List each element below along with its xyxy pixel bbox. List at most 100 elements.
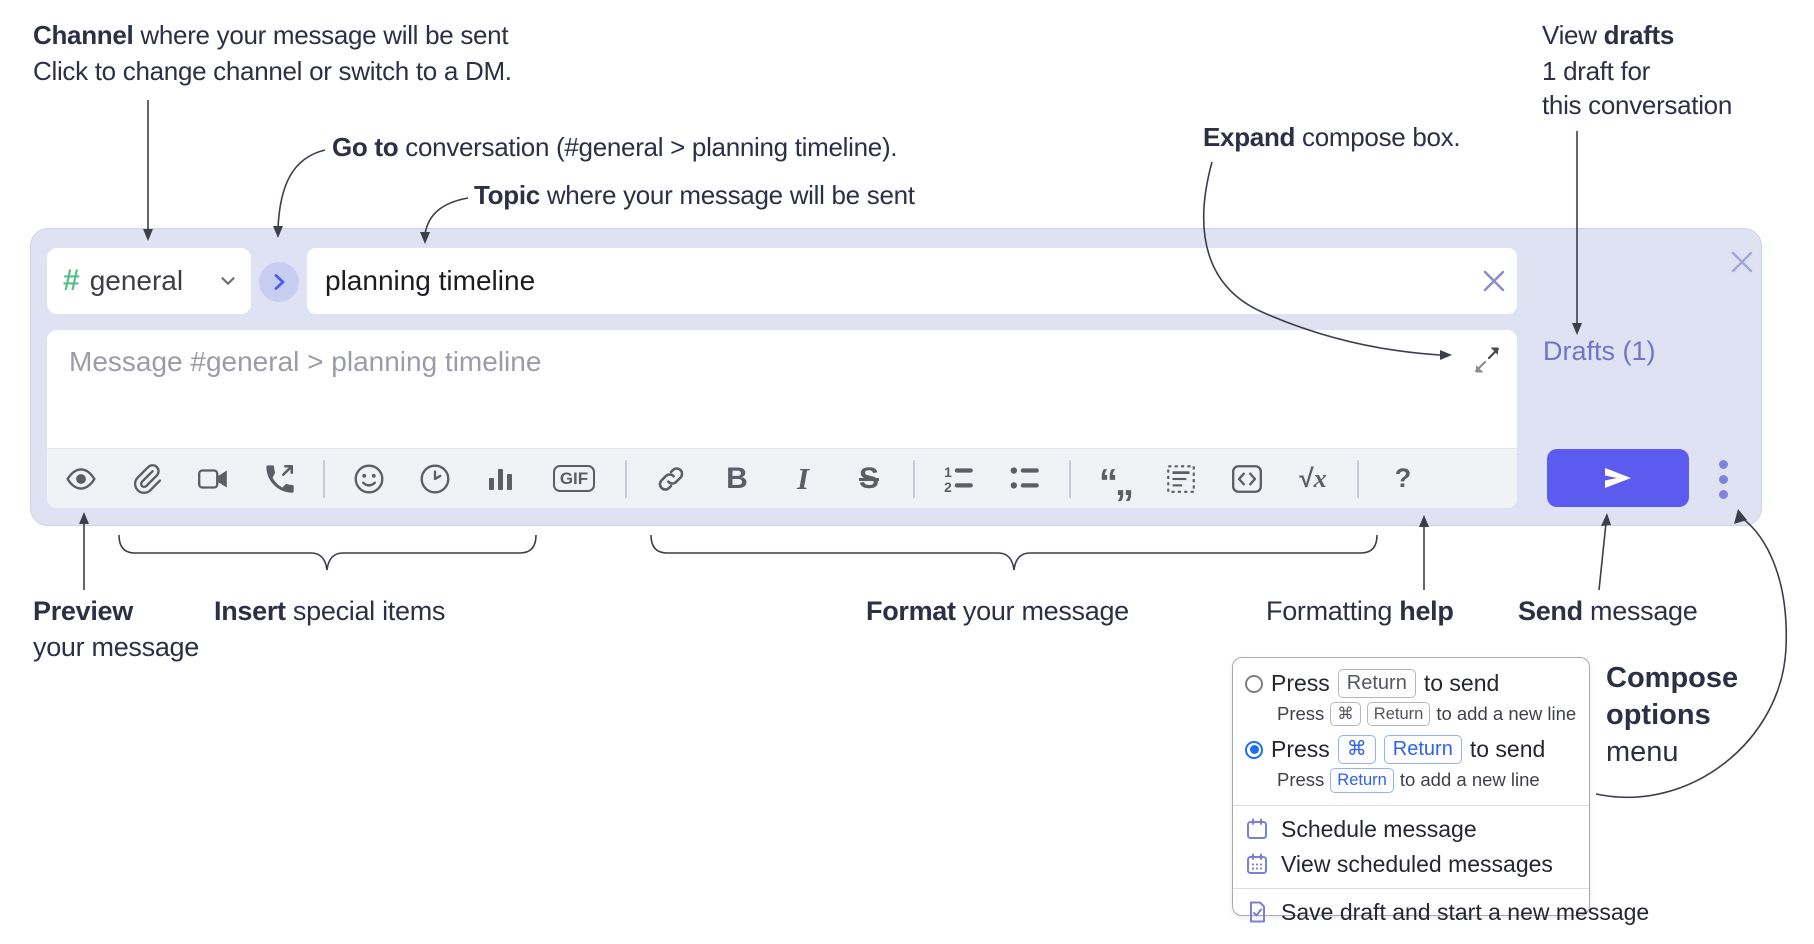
quote-button[interactable]: “„ [1093,457,1137,505]
message-input[interactable] [47,330,1517,446]
chevron-down-icon [221,277,235,285]
option2-sub-post: to add a new line [1399,769,1540,791]
return-key: Return [1383,735,1462,765]
toolbar-divider [1069,459,1071,498]
channel-selector[interactable]: # general [47,248,251,314]
option2-post: to send [1469,736,1546,763]
svg-text:2: 2 [944,478,952,494]
bulleted-list-button[interactable] [1003,457,1047,501]
voice-call-button[interactable] [257,457,301,501]
option1-sub-pre: Press [1277,703,1325,725]
help-annotation-bold: help [1399,596,1454,626]
goto-arrow [273,149,326,238]
video-camera-icon [198,468,227,489]
compose-options-menu-button[interactable] [1709,453,1737,505]
drafts-link[interactable]: Drafts (1) [1543,336,1656,366]
code-button[interactable] [1225,457,1269,501]
send-shortcut-option-1[interactable]: Press Return to send [1233,666,1589,701]
numbered-list-icon: 1 2 [944,463,973,494]
numbered-list-button[interactable]: 1 2 [937,457,981,501]
toolbar-divider [625,459,627,498]
kebab-dot [1718,489,1728,499]
italic-icon: I [796,461,810,496]
format-annotation-rest: your message [955,596,1129,626]
menu-item-save-draft[interactable]: Save draft and start a new message [1233,895,1649,930]
time-button[interactable] [413,457,457,501]
chevron-right-icon [274,274,285,290]
cmd-key: ⌘ [1337,735,1376,765]
menu-item-schedule-message[interactable]: Schedule message [1233,812,1589,847]
svg-text:1: 1 [944,463,952,479]
send-shortcut-option-2[interactable]: Press ⌘ Return to send [1233,732,1589,767]
math-button[interactable]: √x [1291,457,1335,501]
preview-annotation-bold: Preview [33,596,133,626]
format-annotation-bold: Format [866,596,956,626]
channel-hash-icon: # [63,264,80,297]
view-drafts-pre: View [1542,20,1604,50]
channel-annotation-rest: where your message will be sent [133,20,509,50]
kebab-dot [1718,474,1728,484]
menu-item-label: View scheduled messages [1281,850,1553,877]
poll-button[interactable] [479,457,523,501]
bold-icon: B [726,461,748,495]
topic-input[interactable] [307,248,1517,314]
help-annotation: Formatting help [1266,596,1454,627]
insert-brace [118,534,537,571]
spoiler-icon [1167,464,1195,493]
option1-pre: Press [1271,670,1330,696]
bar-chart-icon [489,468,512,490]
draft-document-icon [1250,901,1265,923]
insert-link-button[interactable] [649,457,693,501]
preview-message-button[interactable] [59,457,103,501]
compose-options-annotation-line3: menu [1606,736,1679,768]
expand-compose-icon[interactable] [1471,344,1503,376]
gif-button[interactable]: GIF [545,457,603,501]
close-compose-icon[interactable] [1725,245,1759,279]
go-to-conversation-button[interactable] [259,262,299,302]
attach-file-button[interactable] [125,457,169,501]
strikethrough-button[interactable]: S [847,457,891,501]
quote-icon: “„ [1099,462,1134,505]
radio-selected-icon[interactable] [1245,740,1263,759]
topic-annotation-rest: where your message will be sent [539,180,915,210]
radio-unselected-icon[interactable] [1245,674,1263,693]
bold-button[interactable]: B [715,457,759,501]
emoji-button[interactable] [347,457,391,501]
code-icon [1232,464,1262,493]
channel-name: general [89,265,184,296]
phone-call-icon [266,464,294,493]
math-icon: √x [1299,463,1327,493]
send-annotation-rest: message [1582,596,1698,626]
channel-annotation-line2: Click to change channel or switch to a D… [33,56,512,86]
send-shortcut-option-2-sub: Press Return to add a new line [1233,767,1589,798]
formatting-help-button[interactable]: ? [1381,457,1425,501]
preview-annotation-line2: your message [33,632,199,662]
bulleted-list-icon [1010,466,1039,489]
insert-annotation-rest: special items [285,596,446,626]
clear-topic-icon[interactable] [1477,264,1511,298]
toolbar-divider [323,459,325,498]
return-key: Return [1330,768,1394,793]
eye-icon [66,467,96,490]
goto-annotation-bold: Go to [332,132,399,162]
message-box: GIF B I S [47,330,1517,508]
gif-icon: GIF [552,465,596,492]
return-key: Return [1366,702,1431,727]
popup-divider [1233,804,1589,806]
cmd-key: ⌘ [1330,702,1361,727]
help-arrow [1419,515,1429,590]
menu-item-label: Schedule message [1281,815,1477,842]
goto-annotation: Go to conversation (#general > planning … [332,132,898,163]
insert-annotation: Insert special items [214,596,445,627]
view-drafts-line3: this conversation [1542,90,1733,120]
menu-item-view-scheduled-messages[interactable]: View scheduled messages [1233,847,1589,882]
toolbar-divider [913,459,915,498]
kebab-dot [1718,459,1728,469]
send-button[interactable] [1547,449,1689,507]
italic-button[interactable]: I [781,457,825,501]
spoiler-button[interactable] [1159,457,1203,501]
compose-toolbar: GIF B I S [47,448,1517,508]
option1-sub-post: to add a new line [1436,703,1577,725]
video-call-button[interactable] [191,457,235,501]
